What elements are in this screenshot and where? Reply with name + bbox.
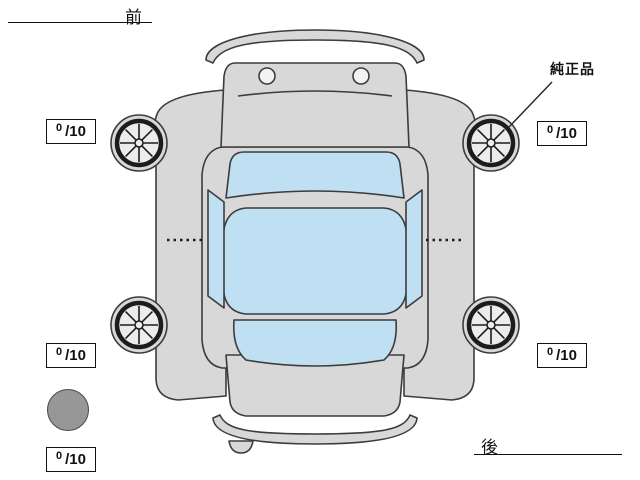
genuine-part-pointer-line [508,81,553,128]
rear-label: 後 [481,438,498,457]
score-box-rear-right: 0/10 [537,343,587,368]
windshield [225,151,405,199]
score-value: 0 [547,345,554,358]
score-max: /10 [65,347,86,364]
exhaust-tip [228,440,254,454]
score-max: /10 [65,451,86,468]
rear-bumper [212,414,418,445]
wheel-rear-left [117,303,161,347]
front-label: 前 [125,8,142,27]
body-hood [220,62,410,148]
cowl-cap-right [352,67,370,85]
score-value: 0 [56,449,63,462]
score-box-front-right: 0/10 [537,121,587,146]
front-bumper [205,29,425,64]
wheel-rear-right [469,303,513,347]
wheel-front-left [117,121,161,165]
roof [222,207,408,315]
cowl-cap-left [258,67,276,85]
side-window-left [207,189,225,309]
score-box-front-left: 0/10 [46,119,96,144]
wheel-front-right [469,121,513,165]
score-max: /10 [65,123,86,140]
hood-crease-line [237,90,393,97]
genuine-part-label: 純正品 [550,61,595,77]
score-value: 0 [547,123,554,136]
rear-underline [474,454,622,455]
score-box-spare: 0/10 [46,447,96,472]
score-box-rear-left: 0/10 [46,343,96,368]
spare-tire-circle [47,389,89,431]
side-window-right [405,189,423,309]
score-value: 0 [56,121,63,134]
score-value: 0 [56,345,63,358]
score-max: /10 [556,125,577,142]
car-glass-group [207,151,423,367]
front-underline [8,22,152,23]
body-rear-deck [225,354,405,417]
score-max: /10 [556,347,577,364]
rear-window [232,319,398,367]
